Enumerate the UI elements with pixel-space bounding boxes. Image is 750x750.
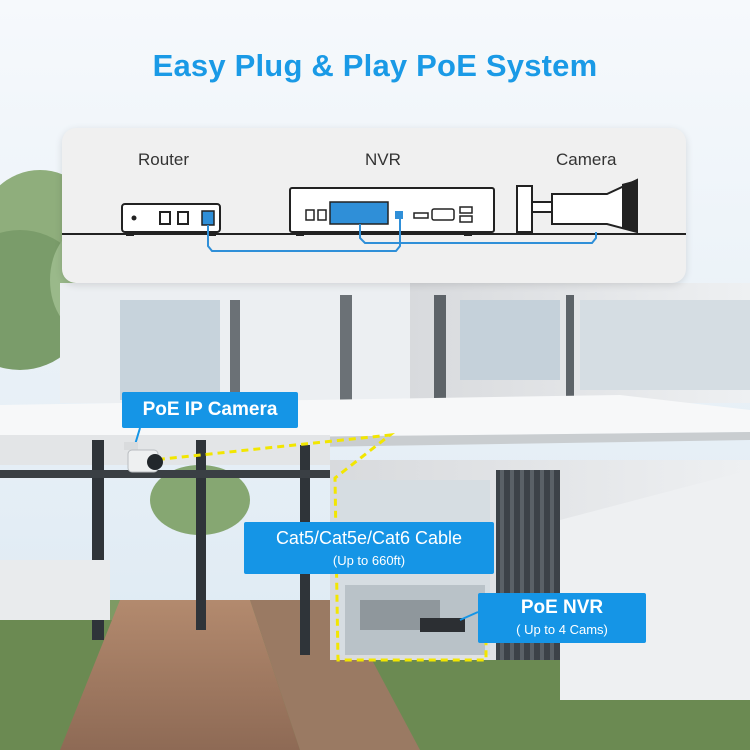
camera-callout: PoE IP Camera — [122, 392, 298, 428]
nvr-callout-label: PoE NVR — [520, 597, 604, 618]
camera-callout-label: PoE IP Camera — [142, 399, 278, 420]
camera-label: Camera — [556, 150, 617, 169]
router-nvr-cable — [207, 219, 401, 252]
diagram-drawing — [62, 178, 686, 252]
cable-callout-note: (Up to 660ft) — [332, 553, 406, 568]
cable-callout-label: Cat5/Cat5e/Cat6 Cable — [275, 528, 463, 548]
nvr-camera-cable — [359, 224, 597, 244]
page-title: Easy Plug & Play PoE System — [152, 48, 598, 83]
nvr-callout: PoE NVR ( Up to 4 Cams) — [478, 593, 646, 643]
nvr-callout-note: ( Up to 4 Cams) — [516, 622, 608, 637]
connection-diagram: Router NVR Camera — [62, 128, 686, 283]
router-label: Router — [138, 150, 190, 169]
dashed-cable-path — [133, 432, 488, 662]
nvr-icon — [289, 187, 495, 236]
nvr-label: NVR — [365, 150, 401, 169]
camera-icon — [516, 178, 638, 234]
cable-callout: Cat5/Cat5e/Cat6 Cable (Up to 660ft) — [244, 522, 494, 574]
poe-camera-illustration — [124, 442, 163, 473]
router-icon — [121, 203, 221, 236]
